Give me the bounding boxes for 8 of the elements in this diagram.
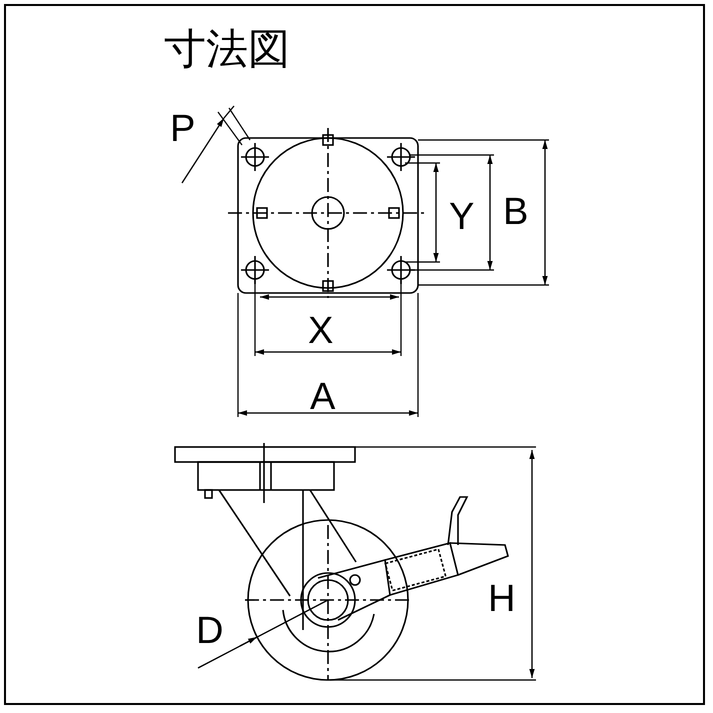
dimension-label: P bbox=[170, 110, 196, 148]
dimension-label: H bbox=[488, 580, 516, 618]
dimension-label: A bbox=[310, 378, 336, 416]
title: 寸法図 bbox=[164, 28, 290, 70]
dimension-label: D bbox=[196, 612, 224, 650]
dimension-label: Y bbox=[449, 198, 474, 236]
dimension-label: X bbox=[308, 312, 334, 350]
dimension-label: B bbox=[503, 193, 528, 231]
